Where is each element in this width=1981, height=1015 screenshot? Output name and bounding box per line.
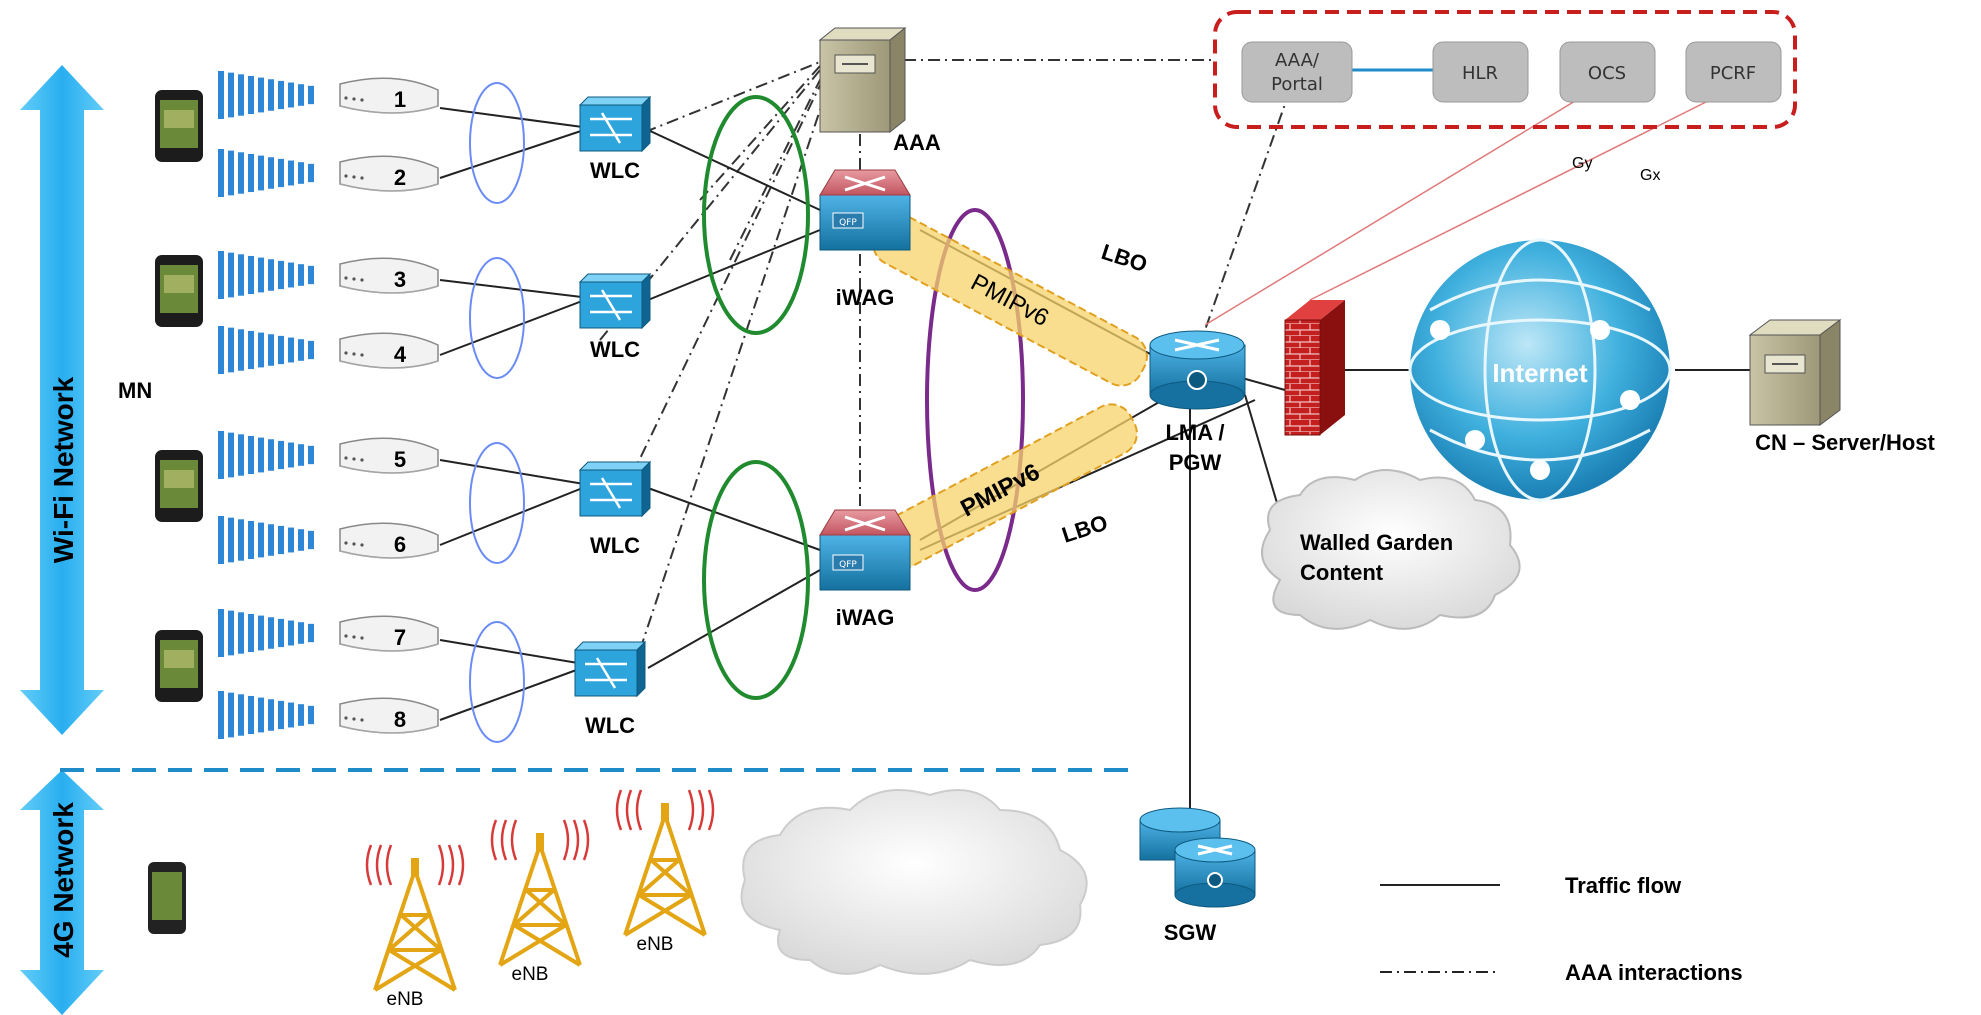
lbo-label-1: LBO	[1098, 239, 1150, 277]
walled-garden-label-1: Walled Garden	[1300, 530, 1453, 555]
enb-tower-2: eNB	[490, 819, 590, 985]
aaa-label: AAA	[893, 130, 941, 155]
wlc-controller-4: WLC	[573, 640, 647, 738]
4g-network-arrow: 4G Network	[20, 770, 104, 1015]
lbo-label-2: LBO	[1059, 510, 1111, 548]
wifi-network-arrow: Wi-Fi Network	[20, 65, 104, 735]
signal-bar-group	[218, 516, 314, 564]
signal-bar-group	[218, 326, 314, 374]
ap-group-ellipses	[469, 82, 525, 743]
aaa-server: AAA	[818, 26, 941, 155]
sgw-router: SGW	[1139, 807, 1256, 945]
gy-label: Gy	[1572, 155, 1592, 172]
internet-globe: Internet	[1408, 238, 1672, 502]
wlc-label: WLC	[585, 713, 635, 738]
access-point-5: 5	[339, 437, 439, 474]
legend-traffic-label: Traffic flow	[1565, 873, 1682, 898]
lma-label: LMA /	[1165, 420, 1224, 445]
enb-label: eNB	[637, 934, 674, 955]
wlc-controller-1: WLC	[578, 95, 652, 183]
enb-tower-1: eNB	[365, 844, 465, 1010]
wlc-label: WLC	[590, 337, 640, 362]
lte-mobile-node	[148, 862, 186, 934]
wireless-lan-controllers: WLC WLC WLC WLC	[573, 95, 652, 738]
signal-bar-group	[218, 71, 314, 119]
signal-bars	[218, 71, 314, 739]
iwag-group-ellipse	[925, 208, 1025, 592]
mobile-node-label: MN	[118, 378, 152, 403]
walled-garden-cloud: Walled Garden Content	[1261, 469, 1521, 630]
access-point-number: 4	[394, 342, 407, 367]
wlc-label: WLC	[590, 158, 640, 183]
signal-bar-group	[218, 691, 314, 739]
mobile-node-phone	[155, 90, 203, 162]
signal-bar-group	[218, 431, 314, 479]
signal-bar-group	[218, 251, 314, 299]
ocs-box	[1559, 41, 1656, 103]
iwag-label-1: iWAG	[836, 285, 895, 310]
pcrf-box	[1685, 41, 1782, 103]
mobile-nodes	[155, 90, 203, 702]
access-point-number: 2	[394, 165, 406, 190]
iwag-router-1: QFP iWAG	[819, 169, 911, 310]
access-point-2: 2	[339, 155, 439, 192]
iwag-label-2: iWAG	[836, 605, 895, 630]
wlc-controller-3: WLC	[578, 460, 652, 558]
access-point-1: 1	[339, 77, 439, 114]
svg-text:Portal: Portal	[1271, 74, 1323, 95]
mobile-node-phone	[155, 450, 203, 522]
access-point-number: 1	[394, 87, 406, 112]
aaa-portal-box	[1241, 41, 1353, 103]
access-point-number: 3	[394, 267, 406, 292]
svg-text:HLR: HLR	[1462, 63, 1498, 84]
svg-text:OCS: OCS	[1588, 63, 1626, 84]
gx-label: Gx	[1640, 167, 1660, 184]
signal-bar-group	[218, 149, 314, 197]
lte-core-cloud	[740, 789, 1088, 975]
wifi-network-label: Wi-Fi Network	[48, 376, 79, 563]
walled-garden-label-2: Content	[1300, 560, 1384, 585]
wlc-group-ellipses	[702, 95, 810, 700]
access-point-number: 7	[394, 625, 406, 650]
hlr-box	[1432, 41, 1529, 103]
traffic-lines	[439, 107, 1750, 820]
firewall	[1284, 300, 1345, 436]
sgw-label: SGW	[1164, 920, 1217, 945]
legend: Traffic flow AAA interactions	[1380, 873, 1743, 985]
pgw-label: PGW	[1169, 450, 1222, 475]
enb-label: eNB	[387, 989, 424, 1010]
lma-pgw-router: LMA / PGW	[1149, 330, 1246, 475]
access-point-4: 4	[339, 332, 439, 369]
qfp-label-1: QFP	[839, 218, 857, 228]
cn-label: CN – Server/Host	[1755, 430, 1935, 455]
core-services-box: AAA/ Portal HLR OCS PCRF	[1213, 10, 1797, 129]
access-point-number: 6	[394, 532, 406, 557]
access-point-number: 8	[394, 707, 406, 732]
wlc-controller-2: WLC	[578, 272, 652, 362]
4g-network-label: 4G Network	[48, 802, 79, 958]
signal-bar-group	[218, 609, 314, 657]
legend-aaa-label: AAA interactions	[1565, 960, 1743, 985]
qfp-label-2: QFP	[839, 560, 857, 570]
svg-text:PCRF: PCRF	[1710, 63, 1756, 84]
diameter-lines	[1204, 94, 1721, 326]
enb-label: eNB	[512, 964, 549, 985]
enb-tower-3: eNB	[615, 789, 715, 955]
access-points: 1 2 3 4 5 6 7 8	[339, 77, 439, 734]
mobile-node-phone	[155, 255, 203, 327]
cn-server: CN – Server/Host	[1748, 319, 1936, 455]
iwag-router-2: QFP iWAG	[819, 509, 911, 630]
access-point-6: 6	[339, 522, 439, 559]
access-point-8: 8	[339, 697, 439, 734]
access-point-number: 5	[394, 447, 406, 472]
enb-towers: eNB eNB eNB	[365, 789, 715, 1010]
internet-label: Internet	[1492, 358, 1588, 388]
wlc-label: WLC	[590, 533, 640, 558]
mobile-node-phone	[155, 630, 203, 702]
access-point-3: 3	[339, 257, 439, 294]
svg-text:AAA/: AAA/	[1275, 50, 1320, 71]
access-point-7: 7	[339, 615, 439, 652]
